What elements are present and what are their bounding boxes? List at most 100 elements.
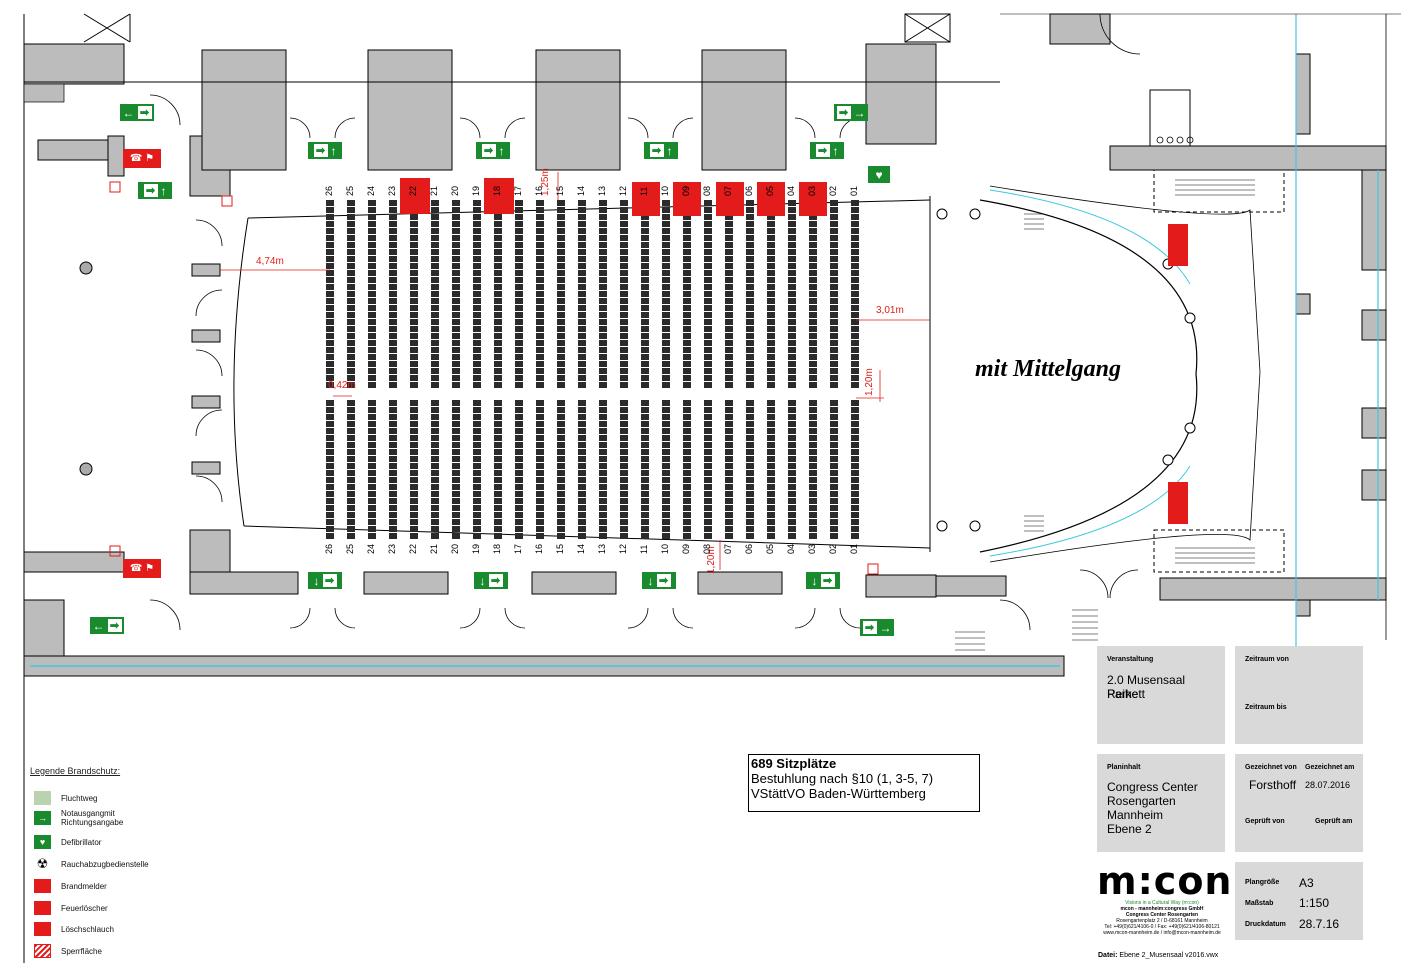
seat — [494, 347, 502, 353]
seat — [578, 414, 586, 420]
seat — [788, 221, 796, 227]
seat — [641, 533, 649, 539]
row-number-top: 26 — [324, 185, 334, 196]
seat — [662, 526, 670, 532]
seat — [767, 333, 775, 339]
seat — [704, 242, 712, 248]
seat — [830, 533, 838, 539]
seat — [557, 235, 565, 241]
seat — [326, 421, 334, 427]
emergency-exit-icon: ↓➡ — [308, 572, 342, 589]
seat — [620, 421, 628, 427]
seat — [389, 214, 397, 220]
row-number-top: 16 — [534, 185, 544, 196]
seat — [683, 421, 691, 427]
seat — [536, 242, 544, 248]
seat — [662, 456, 670, 462]
seat — [452, 375, 460, 381]
seat — [683, 319, 691, 325]
seat — [410, 270, 418, 276]
seat — [536, 214, 544, 220]
seat — [347, 235, 355, 241]
seat — [830, 456, 838, 462]
seat — [473, 407, 481, 413]
seat — [830, 491, 838, 497]
seat — [683, 407, 691, 413]
legend-item-label: Brandmelder — [61, 881, 107, 891]
seat — [515, 400, 523, 406]
seat — [725, 414, 733, 420]
seat — [725, 221, 733, 227]
seat — [662, 242, 670, 248]
seat — [578, 463, 586, 469]
seat — [851, 277, 859, 283]
seat — [704, 435, 712, 441]
seat — [389, 533, 397, 539]
seat — [599, 414, 607, 420]
seat — [389, 456, 397, 462]
seat — [431, 207, 439, 213]
seat — [515, 333, 523, 339]
seat — [788, 435, 796, 441]
seat — [662, 519, 670, 525]
row-number-top: 04 — [786, 185, 796, 196]
seat — [389, 263, 397, 269]
seat — [599, 340, 607, 346]
seat — [683, 400, 691, 406]
seat — [620, 442, 628, 448]
seat — [851, 526, 859, 532]
seat — [746, 368, 754, 374]
seat — [683, 326, 691, 332]
seat — [830, 442, 838, 448]
seat — [473, 249, 481, 255]
seat — [515, 242, 523, 248]
seat — [641, 484, 649, 490]
seat — [788, 340, 796, 346]
seat — [473, 242, 481, 248]
seat — [683, 512, 691, 518]
seat — [746, 291, 754, 297]
seat — [599, 347, 607, 353]
seat — [809, 484, 817, 490]
seat — [536, 498, 544, 504]
seat — [620, 228, 628, 234]
seat — [620, 277, 628, 283]
seat — [368, 421, 376, 427]
seat — [452, 505, 460, 511]
seat — [578, 305, 586, 311]
seat — [326, 207, 334, 213]
seat — [410, 463, 418, 469]
row-number-top: 21 — [429, 185, 439, 196]
seat — [851, 361, 859, 367]
seat — [515, 347, 523, 353]
seat — [536, 470, 544, 476]
seat — [704, 270, 712, 276]
seat — [599, 442, 607, 448]
seat — [767, 484, 775, 490]
seat — [473, 382, 481, 388]
seat — [578, 435, 586, 441]
seat — [515, 449, 523, 455]
seat — [515, 368, 523, 374]
seat — [851, 477, 859, 483]
seat — [368, 375, 376, 381]
seat — [620, 428, 628, 434]
seat — [851, 319, 859, 325]
seat — [557, 498, 565, 504]
seat — [536, 505, 544, 511]
seat — [494, 249, 502, 255]
seat — [368, 463, 376, 469]
seat — [704, 407, 712, 413]
row-number-bottom: 05 — [765, 543, 775, 554]
seat — [788, 526, 796, 532]
seat — [515, 249, 523, 255]
seat — [683, 249, 691, 255]
seat — [347, 449, 355, 455]
seat — [473, 484, 481, 490]
row-number-top: 15 — [555, 185, 565, 196]
seat — [830, 463, 838, 469]
seat — [431, 326, 439, 332]
dimension-label: 4,74m — [256, 256, 284, 267]
seat — [851, 368, 859, 374]
seat — [704, 414, 712, 420]
